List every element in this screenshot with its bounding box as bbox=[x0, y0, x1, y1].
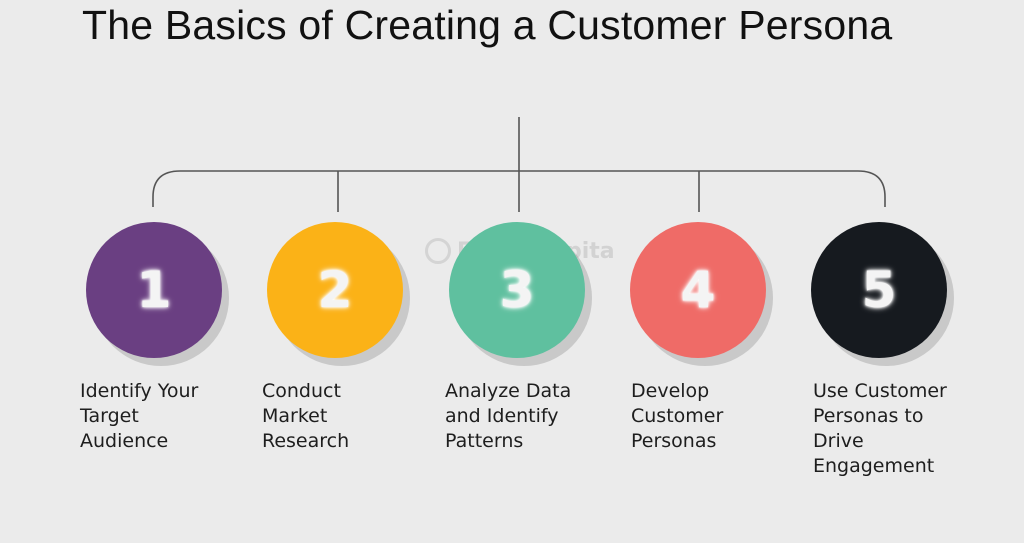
step-1-circle: 1 bbox=[86, 222, 222, 358]
step-5-label-line: Use Customer bbox=[813, 380, 947, 402]
step-2-circle: 2 bbox=[267, 222, 403, 358]
page-title: The Basics of Creating a Customer Person… bbox=[82, 2, 893, 48]
step-2-label-line: Conduct bbox=[262, 380, 341, 402]
step-3-circle: 3 bbox=[449, 222, 585, 358]
step-3-label-line: Patterns bbox=[445, 430, 524, 452]
step-2-label-line: Market bbox=[262, 405, 328, 427]
step-1-label-line: Audience bbox=[80, 430, 169, 452]
step-1-label-line: Target bbox=[80, 405, 139, 427]
step-4-label-line: Customer bbox=[631, 405, 724, 427]
step-4-label-line: Develop bbox=[631, 380, 710, 402]
step-4-label: Develop Customer Personas bbox=[631, 379, 801, 454]
step-5-number: 5 bbox=[861, 261, 897, 319]
step-4-number: 4 bbox=[680, 261, 716, 319]
step-3-number: 3 bbox=[499, 261, 535, 319]
step-1-label: Identify Your Target Audience bbox=[80, 379, 250, 454]
step-5-label-line: Personas to bbox=[813, 405, 924, 427]
step-4-circle: 4 bbox=[630, 222, 766, 358]
step-5-label-line: Drive bbox=[813, 430, 864, 452]
connector-bracket bbox=[152, 170, 886, 207]
step-1-number: 1 bbox=[136, 261, 172, 319]
step-2-number: 2 bbox=[317, 261, 353, 319]
step-3-label-line: and Identify bbox=[445, 405, 559, 427]
step-5-label: Use Customer Personas to Drive Engagemen… bbox=[813, 379, 983, 479]
step-5-label-line: Engagement bbox=[813, 455, 935, 477]
step-2-label-line: Research bbox=[262, 430, 350, 452]
step-2-label: Conduct Market Research bbox=[262, 379, 432, 454]
step-1-label-line: Identify Your bbox=[80, 380, 199, 402]
step-3-label: Analyze Data and Identify Patterns bbox=[445, 379, 615, 454]
watermark-logo-icon bbox=[425, 238, 451, 264]
step-3-label-line: Analyze Data bbox=[445, 380, 572, 402]
step-4-label-line: Personas bbox=[631, 430, 717, 452]
step-5-circle: 5 bbox=[811, 222, 947, 358]
